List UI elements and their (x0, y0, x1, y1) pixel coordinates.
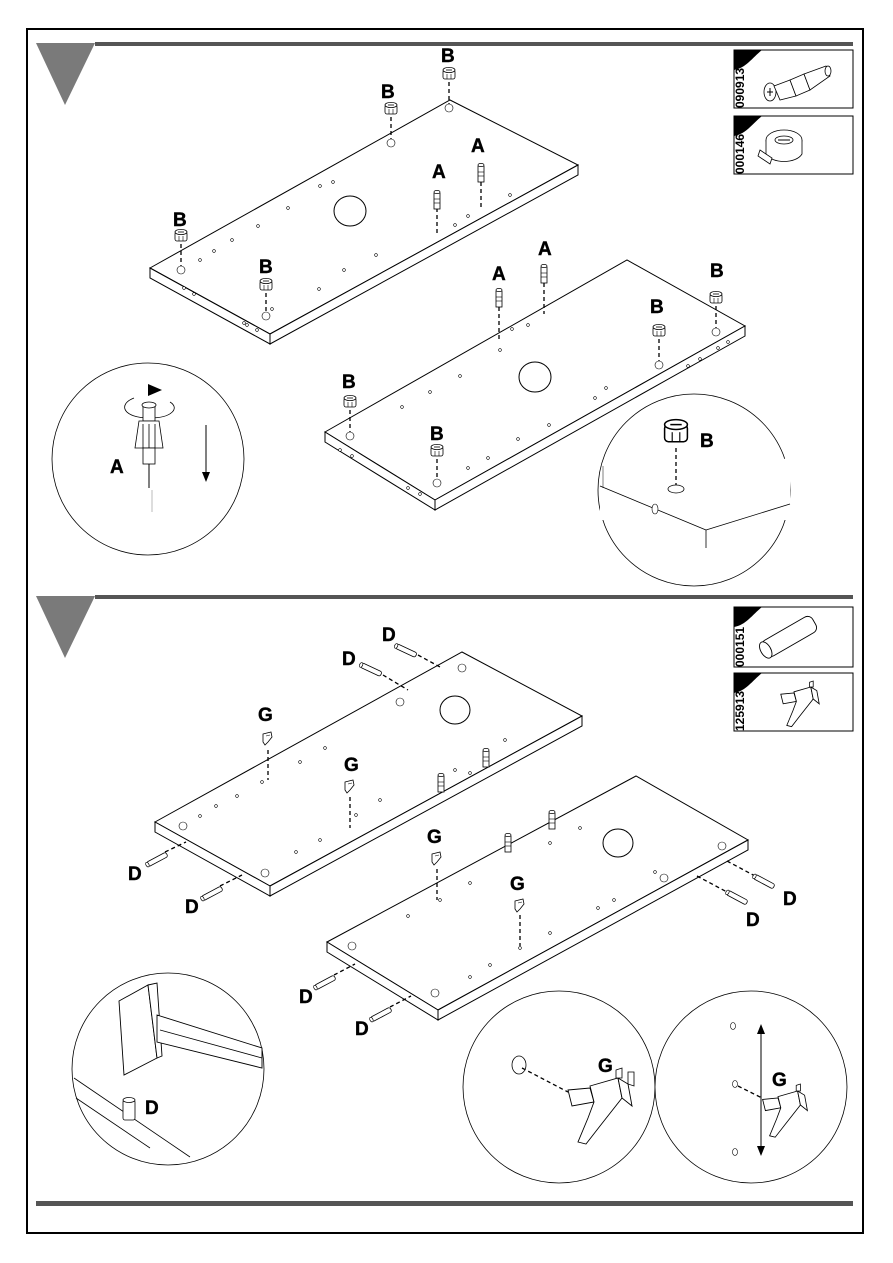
label-d: D (299, 987, 313, 1008)
label-d: D (746, 910, 760, 931)
label-b: B (259, 257, 273, 278)
label-b: B (650, 297, 664, 318)
label-b: B (342, 372, 356, 393)
label-d: D (382, 625, 396, 646)
part-box-cam-lock: 000146 (733, 115, 854, 175)
label-b: B (173, 210, 187, 231)
label-g: G (510, 874, 525, 895)
panel-2a (153, 651, 584, 897)
label-g: G (344, 755, 359, 776)
label-a: A (471, 136, 485, 157)
part-code: 000151 (733, 627, 747, 667)
panel-1a (148, 99, 580, 345)
part-box-shelf-support: 125913 (733, 672, 854, 732)
label-a: A (492, 264, 506, 285)
label-a: A (432, 162, 446, 183)
part-box-dowel: 000151 (733, 606, 854, 668)
label-a: A (538, 239, 552, 260)
label-g: G (258, 705, 273, 726)
detail-cam-bolt: A (51, 362, 245, 556)
step-1-marker (36, 43, 95, 105)
step-2-labels: D D G G D D G G D D D D (128, 625, 797, 1040)
label-d: D (783, 889, 797, 910)
part-code: 090913 (733, 68, 747, 108)
label-g: G (598, 1056, 613, 1077)
detail-shelf-support-insert: G (462, 990, 656, 1184)
label-g: G (427, 827, 442, 848)
label-b: B (700, 431, 714, 452)
label-g: G (772, 1070, 787, 1091)
step-1-hardware (174, 67, 723, 479)
step-2-marker (36, 596, 95, 658)
step-2-hardware (144, 642, 776, 1023)
step-2-header-bar (95, 595, 853, 599)
step-2-section: D D G G D D G G D D D D D (36, 596, 854, 1184)
panel-2b (325, 775, 750, 1021)
label-b: B (381, 82, 395, 103)
part-box-cam-bolt: 090913 (733, 49, 854, 109)
label-d: D (342, 649, 356, 670)
detail-cam-lock: B (597, 393, 791, 587)
label-d: D (128, 864, 142, 885)
part-code: 125913 (733, 691, 747, 731)
label-b: B (441, 46, 455, 67)
page-frame (26, 28, 864, 1234)
detail-hammer-dowel: D (71, 972, 265, 1166)
panel-1b (324, 259, 747, 511)
step-1-section: B B A A B B A A B B B B (36, 42, 854, 587)
footer-bar (36, 1201, 853, 1206)
label-d: D (185, 897, 199, 918)
step-1-labels: B B A A B B A A B B B B (173, 46, 724, 445)
detail-shelf-support-adjust: G (654, 990, 848, 1184)
label-d: D (145, 1098, 159, 1119)
step-1-header-bar (95, 42, 853, 46)
label-b: B (710, 261, 724, 282)
part-code: 000146 (733, 134, 747, 174)
label-d: D (355, 1019, 369, 1040)
label-b: B (430, 424, 444, 445)
label-a: A (110, 457, 124, 478)
